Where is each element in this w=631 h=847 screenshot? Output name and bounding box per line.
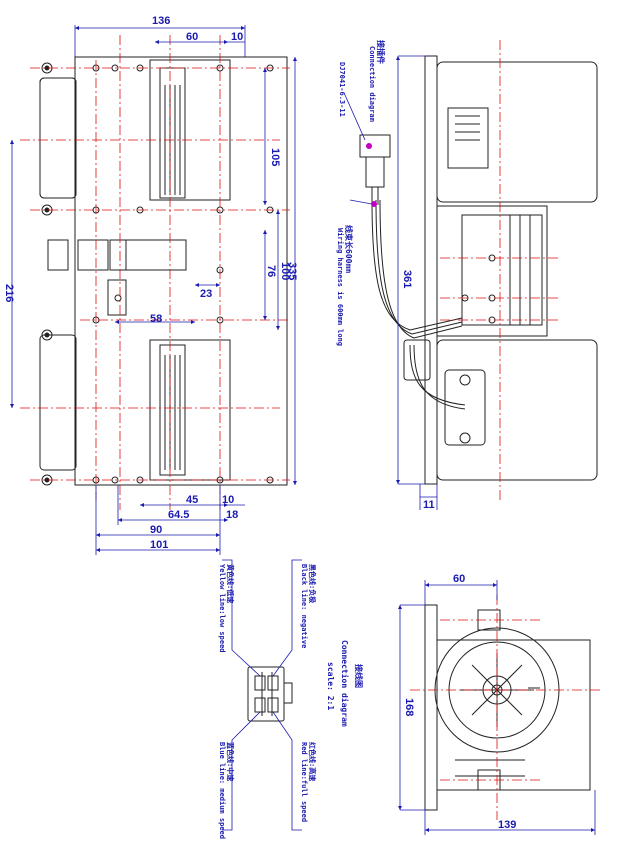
yellow-line-en: Yellow line:low speed [218, 564, 226, 653]
black-line-cn: 黑色线:负极 [308, 564, 317, 604]
dim-end-168: 168 [403, 698, 415, 716]
front-plate-outline [74, 56, 288, 486]
connection-diagram [247, 666, 293, 722]
end-view [424, 604, 591, 811]
front-centerlines [20, 35, 290, 510]
harness-length-cn: 线束长600mm [344, 225, 354, 273]
conn-title-en: Connection diagram [368, 46, 376, 122]
dim-100: 100 [279, 262, 291, 280]
dim-64-5: 64.5 [168, 509, 189, 521]
connection-title-en: Connection diagram [340, 640, 350, 727]
dim-18: 18 [226, 509, 238, 521]
harness-length-en: Wiring harness is 600mm long [336, 228, 344, 346]
dim-90: 90 [150, 524, 162, 536]
end-dimension-lines [398, 580, 596, 835]
dim-101: 101 [150, 539, 168, 551]
front-view [39, 56, 288, 486]
blue-line-cn: 蓝色线:中速 [226, 742, 235, 781]
side-view [359, 55, 598, 485]
dim-216: 216 [3, 284, 15, 302]
end-centerlines [410, 595, 600, 820]
dim-335: 335 [286, 262, 298, 280]
blue-line-en: Blue line: medium speed [218, 742, 226, 839]
red-line-en: Red line:full speed [300, 742, 308, 822]
yellow-line-cn: 黄色线:低速 [226, 564, 235, 603]
red-line-cn: 红色线:高速 [308, 742, 317, 781]
dim-60: 60 [186, 31, 198, 43]
harness-marker [371, 201, 377, 207]
conn-title-cn: 接插件 [376, 40, 386, 64]
dim-105: 105 [269, 148, 281, 166]
connector-marker [366, 143, 372, 149]
dim-end-139: 139 [498, 819, 516, 831]
front-dimension-lines [10, 25, 297, 555]
dim-45: 45 [186, 494, 198, 506]
dim-23: 23 [200, 288, 212, 300]
dim-58: 58 [150, 313, 162, 325]
dim-11: 11 [423, 499, 435, 511]
connector-body [247, 666, 285, 722]
side-centerlines [440, 40, 560, 500]
connection-title-cn: 接线图 [354, 664, 364, 688]
conn-part-number: DJ7041-6.3-11 [338, 62, 346, 117]
black-line-en: Black line: negative [300, 564, 308, 648]
dim-10-top: 10 [231, 31, 243, 43]
end-plate [424, 604, 438, 811]
product-label [447, 107, 489, 169]
connection-leader-lines [222, 559, 302, 831]
connection-scale: scale: 2:1 [326, 662, 335, 710]
dim-76: 76 [265, 265, 277, 277]
side-dimension-lines [344, 55, 438, 510]
dim-361: 361 [401, 270, 413, 288]
dim-136: 136 [152, 15, 170, 27]
dim-end-60: 60 [453, 573, 465, 585]
side-plate [424, 55, 438, 485]
dim-10-bottom: 10 [222, 494, 234, 506]
